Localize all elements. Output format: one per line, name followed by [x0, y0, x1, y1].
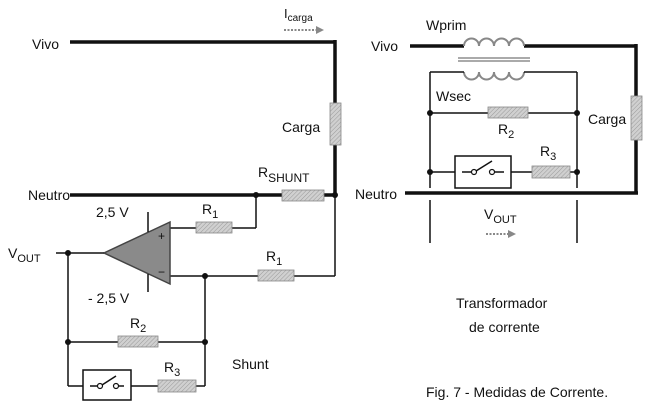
- minus-supply-label: - 2,5 V: [88, 290, 130, 306]
- switch-box-left: [82, 369, 132, 401]
- r2-resistor-right: [487, 106, 529, 119]
- wprim-label: Wprim: [426, 17, 466, 33]
- carga-label-left: Carga: [282, 119, 320, 135]
- carga-label-right: Carga: [588, 111, 626, 127]
- r3-label-right: R3: [540, 143, 556, 163]
- transformer-caption-line2: de corrente: [469, 319, 540, 335]
- vivo-label-left: Vivo: [32, 36, 59, 52]
- node-dot: [427, 110, 433, 116]
- secondary-coil: [463, 71, 525, 81]
- right-circuit: Wprim Vivo Carga Neutro Wsec R2: [355, 17, 643, 335]
- opamp-plus: +: [158, 229, 165, 243]
- left-circuit: Icarga Vivo Neutro Carga RSHUNT R1 R1 + …: [8, 6, 342, 401]
- vout-arrow: [486, 230, 516, 238]
- r1-bottom-label: R1: [266, 248, 282, 268]
- node-dot: [574, 110, 580, 116]
- r1-top-label: R1: [202, 201, 218, 221]
- shunt-label: Shunt: [232, 356, 269, 372]
- current-label: Icarga: [284, 6, 313, 24]
- neutro-label-right: Neutro: [355, 186, 397, 202]
- neutro-label-left: Neutro: [28, 187, 70, 203]
- vout-label-right: VOUT: [484, 206, 517, 226]
- plus-supply-label: 2,5 V: [96, 204, 129, 220]
- node-dot: [65, 339, 71, 345]
- vout-label-left: VOUT: [8, 245, 41, 265]
- r2-resistor-left: [117, 335, 159, 348]
- node-dot: [427, 169, 433, 175]
- switch-icon: [90, 375, 124, 390]
- r1-top-resistor: [195, 221, 233, 234]
- vivo-label-right: Vivo: [371, 38, 398, 54]
- figure-caption: Fig. 7 - Medidas de Corrente.: [426, 384, 608, 400]
- r3-label-left: R3: [164, 359, 180, 379]
- r3-resistor-left: [157, 379, 197, 393]
- r1-bottom-resistor: [257, 269, 295, 282]
- current-arrow: [284, 26, 324, 34]
- r3-resistor-right: [531, 165, 571, 179]
- wsec-label: Wsec: [436, 88, 471, 104]
- r2-label-left: R2: [130, 315, 146, 335]
- rshunt-label: RSHUNT: [258, 164, 310, 185]
- opamp-triangle: [102, 220, 171, 286]
- transformer-caption-line1: Transformador: [456, 295, 548, 311]
- primary-coil: [463, 37, 525, 47]
- node-dot: [574, 169, 580, 175]
- carga-resistor-left: [329, 102, 342, 146]
- node-dot: [202, 339, 208, 345]
- carga-resistor-right: [630, 95, 643, 141]
- opamp-minus: −: [158, 265, 165, 279]
- rshunt-resistor: [281, 189, 325, 202]
- switch-icon: [462, 160, 504, 176]
- r2-label-right: R2: [498, 121, 514, 141]
